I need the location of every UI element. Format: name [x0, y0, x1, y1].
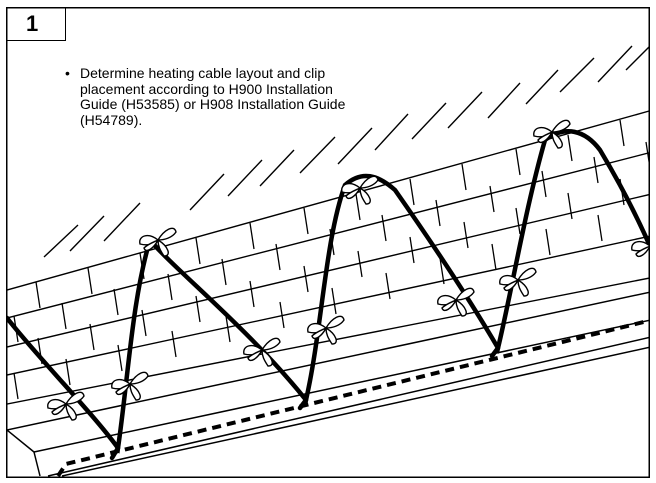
roof-clip	[341, 175, 379, 205]
step-number: 1	[26, 10, 39, 36]
eave-edge	[7, 291, 649, 477]
gutter-cable	[56, 318, 649, 477]
roof-clips	[47, 119, 649, 421]
roof-clip	[139, 227, 177, 257]
roof-clip	[111, 371, 149, 401]
roof-clip	[533, 119, 571, 149]
cable-drop	[109, 345, 501, 461]
shingle-slits	[43, 45, 649, 258]
roof-clip	[499, 267, 537, 297]
step-number-box: 1	[6, 7, 66, 41]
roof-clip	[307, 315, 345, 345]
instruction-item: Determine heating cable layout and clip …	[62, 65, 362, 128]
roof-clip	[437, 287, 475, 317]
roof-clip	[631, 240, 649, 258]
instruction-list: Determine heating cable layout and clip …	[62, 65, 362, 128]
roof-clip	[243, 337, 281, 367]
roof-clip	[47, 391, 85, 421]
